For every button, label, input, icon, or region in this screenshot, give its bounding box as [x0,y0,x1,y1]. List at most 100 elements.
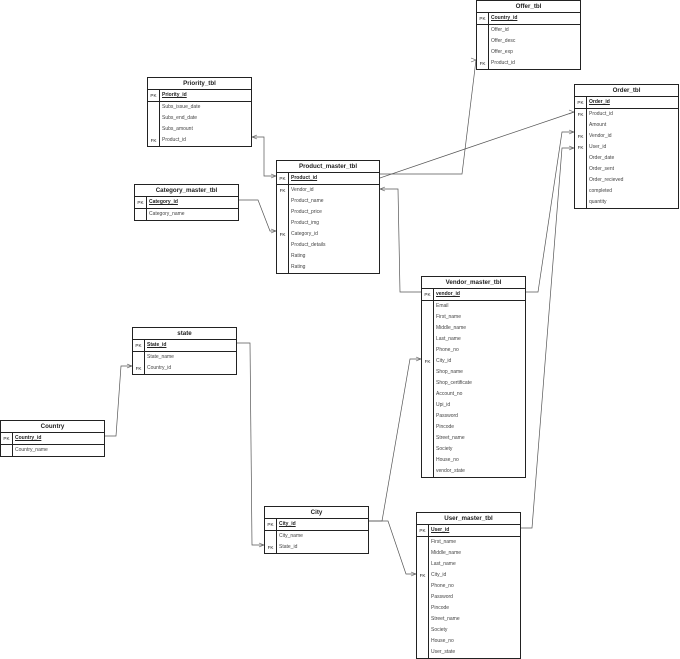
field-row[interactable]: Middle_name [431,550,462,556]
primary-key-field[interactable]: vendor_id [436,291,460,297]
field-row[interactable]: User_state [431,649,456,655]
connector-city-vendor [369,358,421,522]
field-row[interactable]: Password [431,594,453,600]
field-row[interactable]: Vendor_id [589,133,612,139]
pk-marker: PK [267,522,274,527]
field-row[interactable]: Vendor_id [291,187,314,193]
field-row[interactable]: Shop_certificate [436,380,472,386]
primary-key-field[interactable]: Order_id [589,99,610,105]
field-row[interactable]: Order_recieved [589,177,624,183]
field-row[interactable]: Phone_no [436,347,459,353]
field-row[interactable]: Category_name [149,211,185,217]
field-row[interactable]: Product_img [291,220,320,226]
field-row[interactable]: Rating [291,264,306,270]
field-row[interactable]: Last_name [436,336,461,342]
key-column: PK [135,197,147,208]
field-row[interactable]: Offer_exp [491,49,513,55]
field-row[interactable]: completed [589,188,613,194]
key-cell-empty [135,209,146,220]
field-row[interactable]: City_name [279,533,303,539]
field-row[interactable]: Order_sent [589,166,615,172]
table-title: Product_master_tbl [277,161,379,173]
field-column: Product_id [289,173,379,184]
field-row[interactable]: vendor_state [436,468,465,474]
field-row[interactable]: Offer_id [491,27,509,33]
field-row[interactable]: Society [431,627,448,633]
field-row[interactable]: Subs_issue_date [162,104,201,110]
field-row[interactable]: Upi_id [436,402,451,408]
field-row[interactable]: Product_id [491,60,515,66]
key-cell-empty [417,592,428,603]
field-row[interactable]: User_id [589,144,607,150]
field-row[interactable]: Subs_end_date [162,115,198,121]
field-row[interactable]: House_no [436,457,459,463]
key-cell-empty [575,164,586,175]
primary-key-field[interactable]: Priority_id [162,92,187,98]
field-row[interactable]: Society [436,446,453,452]
field-column: City_id [277,519,368,530]
field-row[interactable]: House_no [431,638,454,644]
primary-key-field[interactable]: Category_id [149,199,178,205]
key-cell-empty [133,352,144,363]
field-column: State_id [145,340,236,351]
field-row[interactable]: Category_id [291,231,318,237]
field-row[interactable]: First_name [436,314,462,320]
table-title: Order_tbl [575,85,678,97]
key-cell-empty [417,559,428,570]
field-row[interactable]: Product_name [291,198,324,204]
field-row[interactable]: Pincode [431,605,450,611]
field-row[interactable]: Shop_name [436,369,463,375]
key-cell-empty [422,455,433,466]
primary-key-field[interactable]: Country_id [491,15,518,21]
field-row[interactable]: Last_name [431,561,456,567]
primary-key-field[interactable]: User_id [431,527,450,533]
field-row[interactable]: Amount [589,122,607,128]
field-row[interactable]: Product_id [589,111,613,117]
primary-key-field[interactable]: Country_id [15,435,42,441]
field-row[interactable]: Account_no [436,391,463,397]
key-cell-empty [575,153,586,164]
field-row[interactable]: Country_name [15,447,48,453]
primary-key-field[interactable]: State_id [147,342,167,348]
table-title: Priority_tbl [148,78,251,90]
field-row[interactable]: Order_date [589,155,615,161]
field-row[interactable]: Product_price [291,209,322,215]
field-row[interactable]: State_id [279,544,298,550]
field-row[interactable]: First_name [431,539,457,545]
field-row[interactable]: Email [436,303,449,309]
field-row[interactable]: Middle_name [436,325,467,331]
field-row[interactable]: Street_name [431,616,460,622]
field-row[interactable]: quantity [589,199,607,205]
field-row[interactable]: Product_id [162,137,186,143]
field-row[interactable]: Offer_desc [491,38,516,44]
field-row[interactable]: City_id [431,572,447,578]
key-cell-empty [148,102,159,113]
field-row[interactable]: Pincode [436,424,455,430]
primary-key-field[interactable]: City_id [279,521,296,527]
primary-key-field[interactable]: Product_id [291,175,318,181]
field-row[interactable]: State_name [147,354,174,360]
field-row[interactable]: City_id [436,358,452,364]
field-row[interactable]: Country_id [147,365,172,371]
field-row[interactable]: Password [436,413,458,419]
field-row[interactable]: Product_details [291,242,326,248]
field-row[interactable]: Subs_amount [162,126,193,132]
field-row[interactable]: Rating [291,253,306,259]
field-row[interactable]: Phone_no [431,583,454,589]
field-row[interactable]: Street_name [436,435,465,441]
